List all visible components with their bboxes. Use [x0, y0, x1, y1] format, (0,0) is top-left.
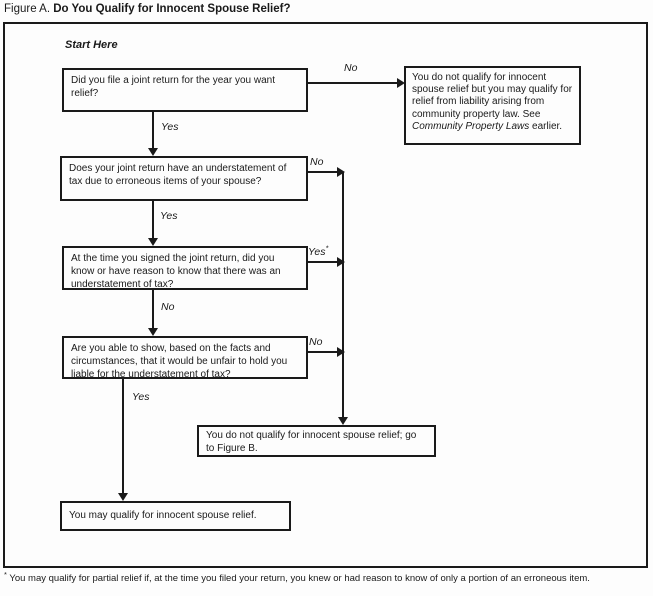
figure-title: Figure A. Do You Qualify for Innocent Sp…	[4, 3, 291, 15]
q4-no-label: No	[309, 336, 323, 348]
figure-title-prefix: Figure A.	[4, 3, 51, 15]
figure-title-main: Do You Qualify for Innocent Spouse Relie…	[53, 3, 291, 15]
q2-yes-label: Yes	[160, 210, 178, 222]
community-property-italic: Community Property Laws	[412, 120, 530, 132]
arrowhead-q1-no	[397, 78, 405, 88]
q4-text: Are you able to show, based on the facts…	[71, 343, 288, 380]
arrow-line-q4-yes	[122, 379, 124, 493]
community-property-text: You do not qualify for innocent spouse r…	[412, 72, 573, 120]
arrow-line-q3-no	[152, 290, 154, 328]
q4-box: Are you able to show, based on the facts…	[62, 336, 308, 380]
community-property-box: You do not qualify for innocent spouse r…	[404, 66, 581, 145]
footnote-asterisk: *	[4, 569, 7, 579]
q2-no-label: No	[310, 156, 324, 168]
not-qualify-box: You do not qualify for innocent spouse r…	[197, 425, 436, 457]
may-qualify-box: You may qualify for innocent spouse reli…	[60, 501, 291, 531]
q3-yes-asterisk: *	[325, 243, 329, 253]
may-qualify-text: You may qualify for innocent spouse reli…	[69, 510, 257, 521]
arrow-line-q1-no	[308, 82, 397, 84]
footnote-text: You may qualify for partial relief if, a…	[9, 573, 590, 584]
q1-box: Did you file a joint return for the year…	[62, 68, 308, 112]
q2-box: Does your joint return have an understat…	[60, 156, 308, 201]
arrowhead-q2-yes	[148, 238, 158, 246]
q1-text: Did you file a joint return for the year…	[71, 75, 275, 99]
q3-box: At the time you signed the joint return,…	[62, 246, 308, 290]
q3-yes-text: Yes	[308, 246, 326, 258]
q2-text: Does your joint return have an understat…	[69, 163, 287, 187]
q4-yes-label: Yes	[132, 391, 150, 403]
arrow-line-q2-no	[308, 171, 337, 173]
arrowhead-q1-yes	[148, 148, 158, 156]
arrow-line-q4-no	[308, 351, 337, 353]
footnote: * You may qualify for partial relief if,…	[4, 569, 590, 584]
community-property-after: earlier.	[529, 120, 563, 132]
not-qualify-text: You do not qualify for innocent spouse r…	[206, 430, 417, 454]
arrow-line-q3-yes	[308, 261, 337, 263]
flowchart-frame	[3, 22, 648, 568]
q1-no-label: No	[344, 62, 358, 74]
collector-line	[342, 172, 344, 417]
flowchart-canvas: Start Here Did you file a joint return f…	[3, 22, 648, 568]
arrow-line-q2-yes	[152, 201, 154, 238]
start-here-label: Start Here	[65, 39, 118, 51]
arrowhead-q4-yes	[118, 493, 128, 501]
arrow-line-q1-yes	[152, 112, 154, 148]
arrowhead-collector	[338, 417, 348, 425]
arrowhead-q4-no	[337, 347, 345, 357]
q3-no-label: No	[161, 301, 175, 313]
q3-text: At the time you signed the joint return,…	[71, 253, 281, 290]
q3-yes-label: Yes*	[308, 243, 329, 258]
arrowhead-q3-yes	[337, 257, 345, 267]
arrowhead-q2-no	[337, 167, 345, 177]
arrowhead-q3-no	[148, 328, 158, 336]
q1-yes-label: Yes	[161, 121, 179, 133]
